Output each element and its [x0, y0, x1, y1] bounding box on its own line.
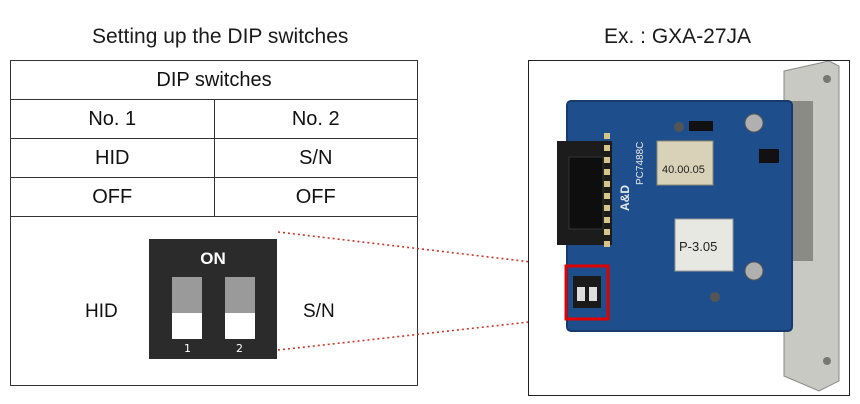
state-no1: OFF [10, 177, 215, 217]
switch-knob-2 [225, 313, 255, 339]
table-header-row: DIP switches [10, 60, 418, 100]
table-header: DIP switches [10, 60, 418, 100]
pcb-board [567, 101, 792, 331]
switch-knob-1 [172, 313, 202, 339]
table-row-columns: No. 1 No. 2 [10, 99, 418, 139]
capacitor-1 [744, 113, 764, 133]
table-row-functions: HID S/N [10, 138, 418, 178]
dip-switch-table: DIP switches No. 1 No. 2 HID S/N OFF OFF… [10, 60, 418, 386]
dip-highlight-box [564, 264, 610, 321]
function-no1: HID [10, 138, 215, 178]
right-title: Ex. : GXA-27JA [604, 25, 752, 48]
bracket-hole-top [823, 75, 831, 83]
black-component [759, 149, 779, 163]
chip-label-2: P-3.05 [679, 239, 717, 254]
board-dip-slot-2 [589, 287, 597, 301]
switch-slot-2 [225, 277, 255, 339]
column-no2: No. 2 [213, 99, 418, 139]
module-chip-2 [674, 218, 734, 272]
state-no2: OFF [213, 177, 418, 217]
diagram-right-label: S/N [303, 301, 335, 322]
chip-label-1: 40.00.05 [662, 164, 705, 176]
left-title: Setting up the DIP switches [92, 25, 349, 48]
board-photo-drawing: 40.00.05 P-3.05 A&D PC7488C [557, 61, 840, 392]
bracket-slot [791, 101, 813, 261]
on-label: ON [200, 249, 226, 268]
board-part-text: PC7488C [635, 142, 646, 185]
module-chip-1 [656, 140, 714, 186]
ribbon-connector-inner [568, 156, 604, 230]
capacitor-2 [744, 261, 764, 281]
small-chip [689, 121, 713, 131]
connector-pins [604, 133, 610, 247]
table-row-diagram: HID ON 1 2 S/N [10, 216, 418, 386]
mount-hole-1 [710, 292, 720, 302]
board-dip-slot-1 [577, 287, 585, 301]
switch-number-1: 1 [184, 342, 191, 355]
brand-text: A&D [618, 185, 632, 211]
mount-hole-2 [674, 122, 684, 132]
diagram-left-label: HID [85, 301, 118, 322]
table-row-states: OFF OFF [10, 177, 418, 217]
switch-slot-1 [172, 277, 202, 339]
bracket-hole-bottom [823, 357, 831, 365]
function-no2: S/N [213, 138, 418, 178]
diagram-cell: HID ON 1 2 S/N [10, 216, 418, 386]
switch-number-2: 2 [236, 342, 243, 355]
dip-switch-diagram: ON 1 2 [149, 239, 277, 359]
column-no1: No. 1 [10, 99, 215, 139]
board-photo: 40.00.05 P-3.05 A&D PC7488C [528, 60, 850, 396]
